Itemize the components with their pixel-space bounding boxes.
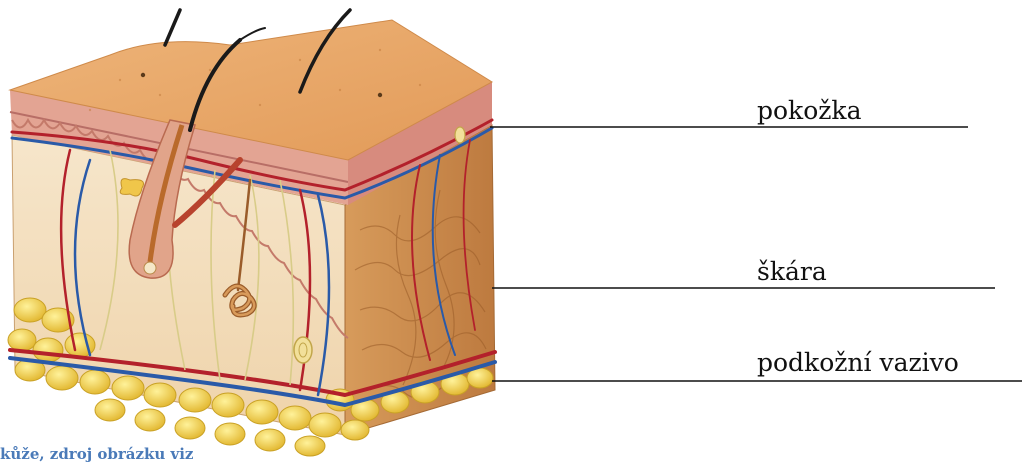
sebaceous-gland — [120, 179, 143, 196]
pore — [378, 93, 382, 97]
label-subcutis: podkožní vazivo — [757, 350, 959, 375]
touch-receptor — [455, 127, 465, 143]
label-epidermis: pokožka — [757, 98, 861, 123]
pore — [141, 73, 145, 77]
leader-lines — [490, 127, 1022, 381]
figure-caption: kůže, zdroj obrázku viz — [0, 445, 193, 463]
pacinian-corpuscle — [294, 337, 312, 363]
label-dermis: škára — [757, 259, 827, 284]
